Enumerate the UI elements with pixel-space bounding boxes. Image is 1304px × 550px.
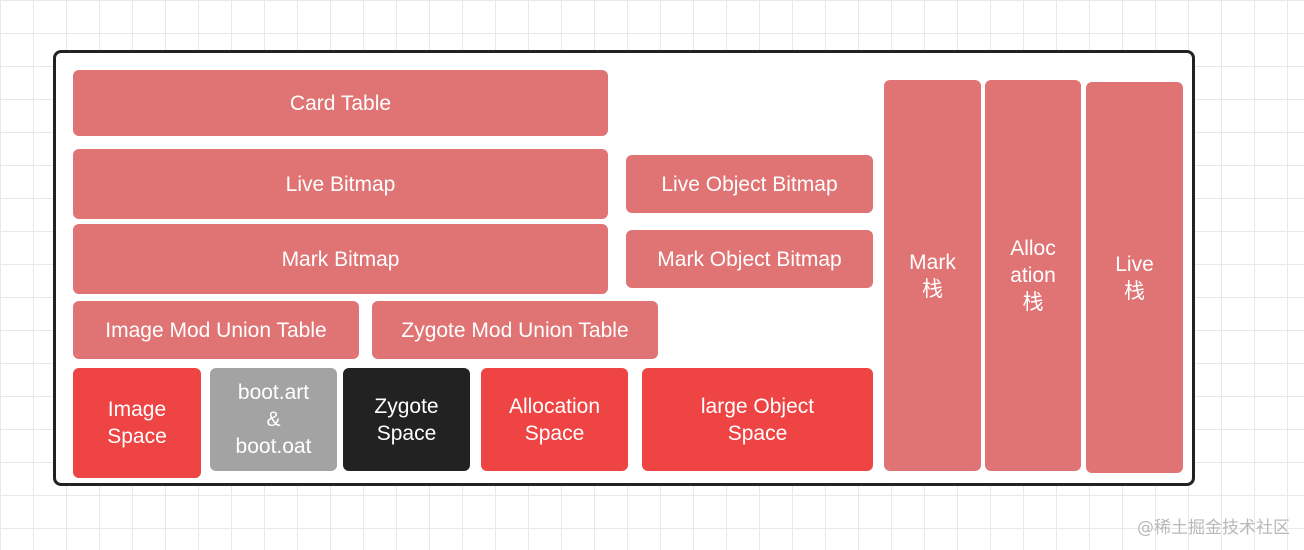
boot-art-oat-block: boot.art & boot.oat [210,368,337,471]
image-space-block: Image Space [73,368,201,478]
mark-stack-block: Mark 栈 [884,80,981,471]
allocation-space-block: Allocation Space [481,368,628,471]
live-bitmap-block: Live Bitmap [73,149,608,219]
live-stack-block: Live 栈 [1086,82,1183,473]
allocation-stack-block: Alloc ation 栈 [985,80,1081,471]
live-object-bitmap-block: Live Object Bitmap [626,155,873,213]
watermark-text: @稀土掘金技术社区 [1137,518,1290,538]
large-object-space-block: large Object Space [642,368,873,471]
mark-bitmap-block: Mark Bitmap [73,224,608,294]
zygote-space-block: Zygote Space [343,368,470,471]
mark-object-bitmap-block: Mark Object Bitmap [626,230,873,288]
zygote-mod-union-table-block: Zygote Mod Union Table [372,301,658,359]
card-table-block: Card Table [73,70,608,136]
image-mod-union-table-block: Image Mod Union Table [73,301,359,359]
